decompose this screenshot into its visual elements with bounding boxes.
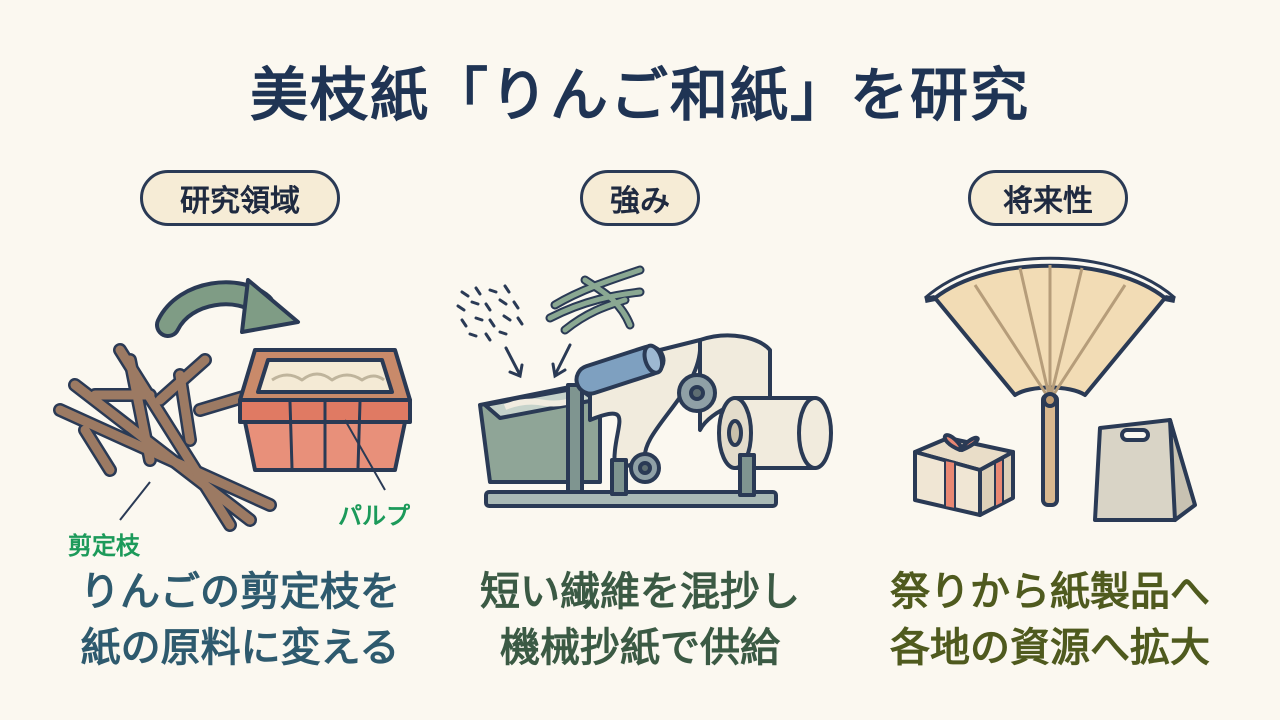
caption-research-area: りんごの剪定枝を 紙の原料に変える: [30, 564, 450, 676]
paper-fan-icon: [924, 256, 1176, 507]
callout-pulp: パルプ: [338, 502, 410, 530]
caption-line: 祭りから紙製品へ: [890, 569, 1210, 615]
callout-pruned-branches: 剪定枝: [68, 532, 140, 560]
paper-machine-icon: [478, 333, 833, 508]
caption-line: 紙の原料に変える: [80, 625, 400, 671]
pulp-tray-icon: [238, 348, 412, 472]
gift-box-icon: [913, 433, 1015, 517]
pruned-branches-icon: [53, 343, 277, 532]
heading-strength: 強み: [580, 170, 700, 226]
heading-research-area: 研究領域: [140, 170, 340, 226]
caption-strength: 短い繊維を混抄し 機械抄紙で供給: [430, 564, 850, 676]
heading-future: 将来性: [968, 170, 1128, 226]
caption-line: 機械抄紙で供給: [500, 625, 780, 671]
caption-line: 短い繊維を混抄し: [480, 569, 800, 615]
paper-bag-icon: [1093, 418, 1197, 522]
fibers-icon: [456, 265, 645, 379]
page-title: 美枝紙「りんご和紙」を研究: [249, 61, 1030, 129]
arrow-icon: [155, 278, 300, 338]
caption-line: りんごの剪定枝を: [80, 569, 400, 615]
caption-line: 各地の資源へ拡大: [890, 625, 1210, 671]
caption-future: 祭りから紙製品へ 各地の資源へ拡大: [840, 564, 1260, 676]
